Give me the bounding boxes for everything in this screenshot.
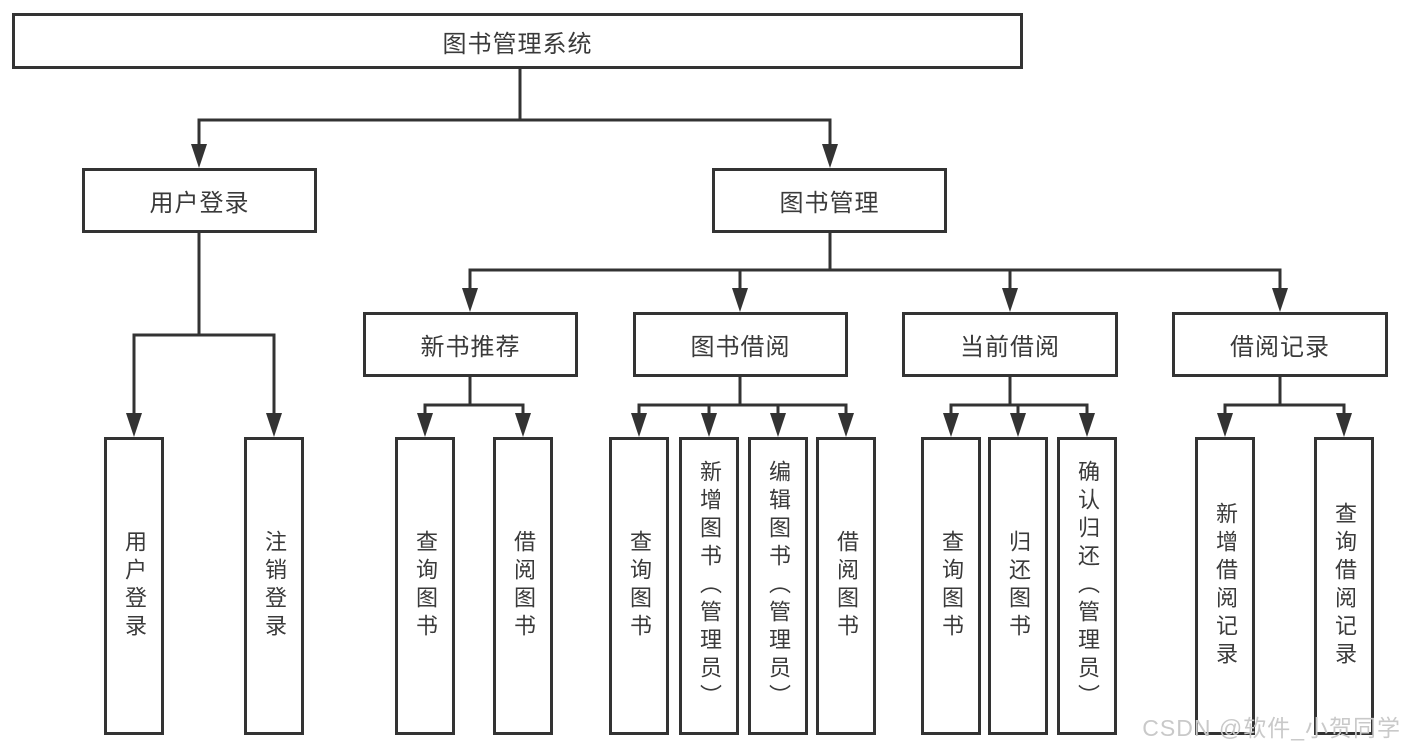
leaf-bb-edit-books: 编辑图书（管理员） [748,437,808,735]
leaf-bb-query-books: 查询图书 [609,437,669,735]
node-book-borrowing: 图书借阅 [633,312,848,377]
leaf-nbr-query-books: 查询图书 [395,437,455,735]
node-new-book-recommend: 新书推荐 [363,312,578,377]
leaf-br-query-record: 查询借阅记录 [1314,437,1374,735]
node-borrowing-records: 借阅记录 [1172,312,1388,377]
leaf-nbr-borrow-books: 借阅图书 [493,437,553,735]
leaf-user-login: 用户登录 [104,437,164,735]
watermark-text: CSDN @软件_小贺同学 [1142,715,1401,741]
leaf-br-add-record: 新增借阅记录 [1195,437,1255,735]
node-book-management: 图书管理 [712,168,947,233]
node-current-borrowing: 当前借阅 [902,312,1118,377]
tree-edges [132,66,1346,419]
leaf-cb-confirm-return: 确认归还（管理员） [1057,437,1117,735]
leaf-cb-query-books: 查询图书 [921,437,981,735]
leaf-bb-borrow-books: 借阅图书 [816,437,876,735]
leaf-logout: 注销登录 [244,437,304,735]
leaf-cb-return-books: 归还图书 [988,437,1048,735]
node-library-management-system: 图书管理系统 [12,13,1023,69]
leaf-bb-add-books: 新增图书（管理员） [679,437,739,735]
node-user-login: 用户登录 [82,168,317,233]
arrowheads [126,144,1352,437]
